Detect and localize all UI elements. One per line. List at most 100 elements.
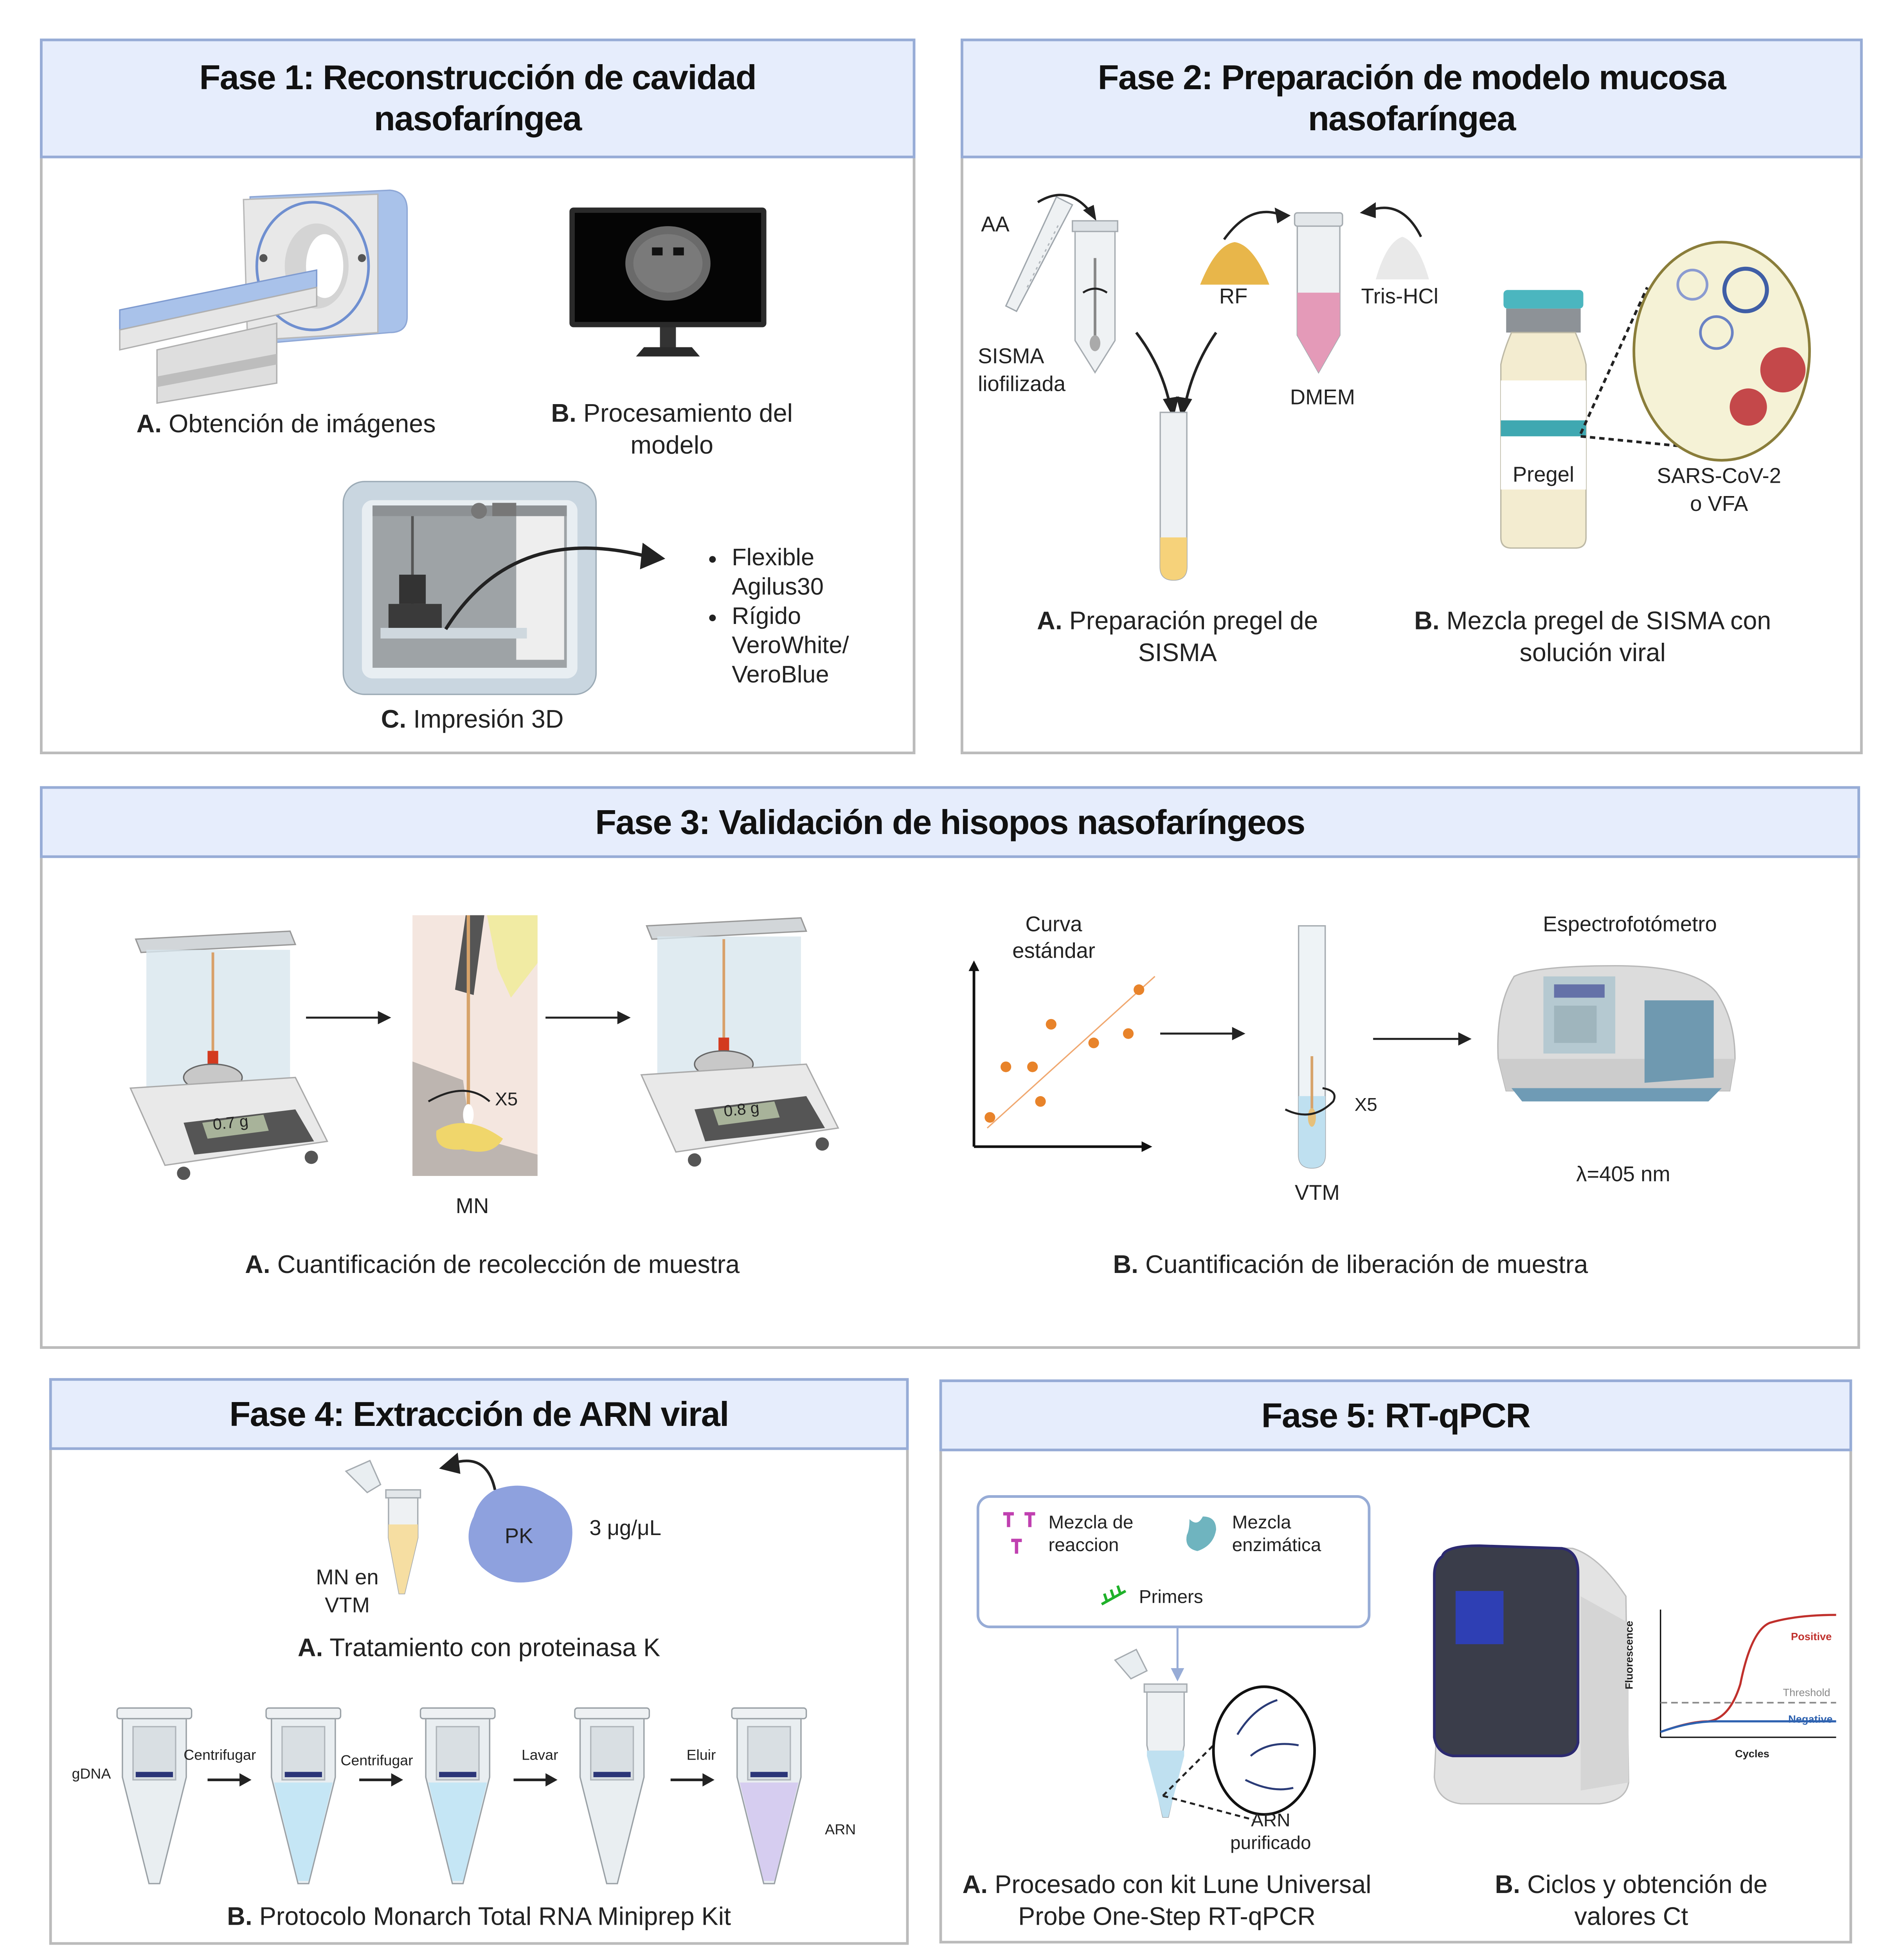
spin-column-tube	[574, 1707, 650, 1884]
glossary-title: Glosario	[50, 1953, 142, 1956]
rf-powder-icon	[1200, 242, 1269, 285]
trend-line	[986, 976, 1155, 1129]
arrow-icon	[359, 1773, 403, 1787]
phase-5-step-b-caption: B. Ciclos y obtención de valores Ct	[1495, 1872, 1768, 1932]
reaction-mix-icon	[1003, 1512, 1035, 1554]
protocol-step-label: Eluir	[686, 1748, 716, 1764]
monitor-icon	[569, 207, 767, 357]
microtube-icon	[345, 1460, 421, 1595]
curve-point	[1001, 1061, 1011, 1072]
arrow-icon	[444, 543, 666, 630]
label-pk: PK	[504, 1526, 533, 1549]
plot-label-positive: Positive	[1791, 1631, 1832, 1643]
label-arn: ARN	[825, 1822, 856, 1839]
label-gdna: gDNA	[72, 1766, 111, 1783]
down-arrow-icon	[1171, 1628, 1184, 1682]
qpcr-amplification-plot	[1659, 1609, 1836, 1738]
phase-1-step-c-caption: C. Impresión 3D	[381, 706, 564, 735]
phase-1-step-a-caption: A. Obtención de imágenes	[136, 411, 436, 439]
spectrophotometer-icon	[1497, 965, 1736, 1102]
phase-3-title: Fase 3: Validación de hisopos nasofaríng…	[40, 786, 1860, 858]
pregel-test-tube-icon	[1159, 412, 1188, 581]
curve-points	[984, 984, 1145, 1123]
curved-arrow-icon	[439, 1453, 497, 1490]
plot-label-negative: Negative	[1788, 1713, 1833, 1726]
curve-point	[1134, 984, 1145, 995]
label-sisma: SISMA liofilizada	[978, 346, 1066, 397]
balance-icon	[640, 917, 839, 1167]
curve-point	[1088, 1037, 1099, 1048]
label-arn-purified: ARN purificado	[1230, 1809, 1311, 1853]
arrow-icon	[1160, 1027, 1245, 1041]
plot-xlabel: Cycles	[1735, 1748, 1769, 1760]
label-standard-curve: Curva estándar	[1012, 914, 1095, 963]
spin-column-tube	[116, 1707, 193, 1884]
label-wavelength: λ=405 nm	[1576, 1164, 1670, 1187]
label-x5: X5	[1354, 1093, 1377, 1115]
arrow-icon	[670, 1773, 715, 1787]
phase-5-title: Fase 5: RT-qPCR	[939, 1379, 1852, 1451]
balance-icon	[129, 930, 329, 1180]
spin-column-tube	[731, 1707, 807, 1884]
label-tris-hcl: Tris-HCl	[1361, 286, 1438, 309]
arrow-icon	[513, 1773, 558, 1787]
pipette-icon	[1005, 196, 1074, 312]
phase-2-step-a-caption: A. Preparación pregel de SISMA	[1037, 608, 1318, 668]
label-dmem: DMEM	[1290, 387, 1355, 410]
label-primers: Primers	[1139, 1586, 1203, 1607]
label-pregel: Pregel	[1512, 464, 1575, 487]
curve-point	[1123, 1028, 1134, 1039]
arrow-icon	[207, 1773, 252, 1787]
sisma-tube-icon	[1072, 220, 1119, 374]
converging-arrows-icon	[1135, 332, 1217, 418]
label-enzyme-mix: Mezcla enzimática	[1232, 1511, 1321, 1555]
ct-scanner-icon	[119, 189, 408, 404]
balance-reading-before: 0.7 g	[212, 1111, 249, 1134]
phase-3-panel: Fase 3: Validación de hisopos nasofaríng…	[40, 786, 1860, 1349]
dmem-tube-icon	[1294, 212, 1343, 374]
label-reaction-mix: Mezcla de reaccion	[1048, 1511, 1134, 1555]
phase-4-step-a-caption: A. Tratamiento con proteinasa K	[297, 1635, 660, 1663]
protocol-step-label: Centrifugar	[340, 1753, 413, 1769]
label-aa: AA	[981, 214, 1010, 237]
phase-4-title: Fase 4: Extracción de ARN viral	[49, 1378, 909, 1450]
protocol-step-label: Lavar	[521, 1748, 558, 1764]
standard-curve-plot	[968, 960, 1155, 1152]
qpcr-machine-icon	[1433, 1544, 1629, 1805]
3d-printer-icon	[342, 481, 597, 695]
spin-column-tube	[265, 1707, 342, 1884]
plot-ylabel: Fluorescence	[1623, 1621, 1636, 1690]
spin-column-tube	[419, 1707, 496, 1884]
arrow-icon	[1373, 1032, 1472, 1046]
tris-powder-icon	[1376, 237, 1429, 280]
arrow-icon	[545, 1011, 631, 1025]
label-rf: RF	[1219, 286, 1248, 309]
rna-zoom-circle-icon	[1162, 1685, 1316, 1821]
phase-3-step-a-caption: A. Cuantificación de recolección de mues…	[245, 1251, 740, 1280]
label-mn: MN	[455, 1196, 489, 1219]
nasal-model-swab-icon	[412, 915, 538, 1176]
label-vtm: VTM	[1294, 1182, 1340, 1205]
phase-5-step-a-caption: A. Procesado con kit Lune Universal Prob…	[962, 1872, 1371, 1932]
enzyme-mix-icon	[1186, 1516, 1216, 1551]
spin-column-row	[116, 1707, 807, 1884]
plot-label-threshold: Threshold	[1783, 1686, 1830, 1699]
label-virus: SARS-CoV-2 o VFA	[1657, 466, 1782, 516]
curved-arrow-icon	[1037, 194, 1096, 221]
curved-arrow-icon	[1360, 202, 1422, 237]
pregel-vial-icon	[1500, 290, 1587, 549]
phase-5-panel: Fase 5: RT-qPCR	[939, 1379, 1852, 1943]
curved-arrow-icon	[1223, 207, 1291, 240]
curve-point	[1046, 1019, 1056, 1030]
label-x5: X5	[495, 1088, 518, 1109]
phase-2-step-b-caption: B. Mezcla pregel de SISMA con solución v…	[1414, 608, 1771, 668]
proteinase-k-icon	[468, 1485, 572, 1583]
curve-point	[1027, 1061, 1038, 1072]
curve-point	[984, 1112, 995, 1123]
arrow-icon	[306, 1011, 391, 1025]
pcr-tube-icon	[1114, 1649, 1188, 1818]
phase-1-step-b-caption: B. Procesamiento del modelo	[551, 400, 793, 460]
